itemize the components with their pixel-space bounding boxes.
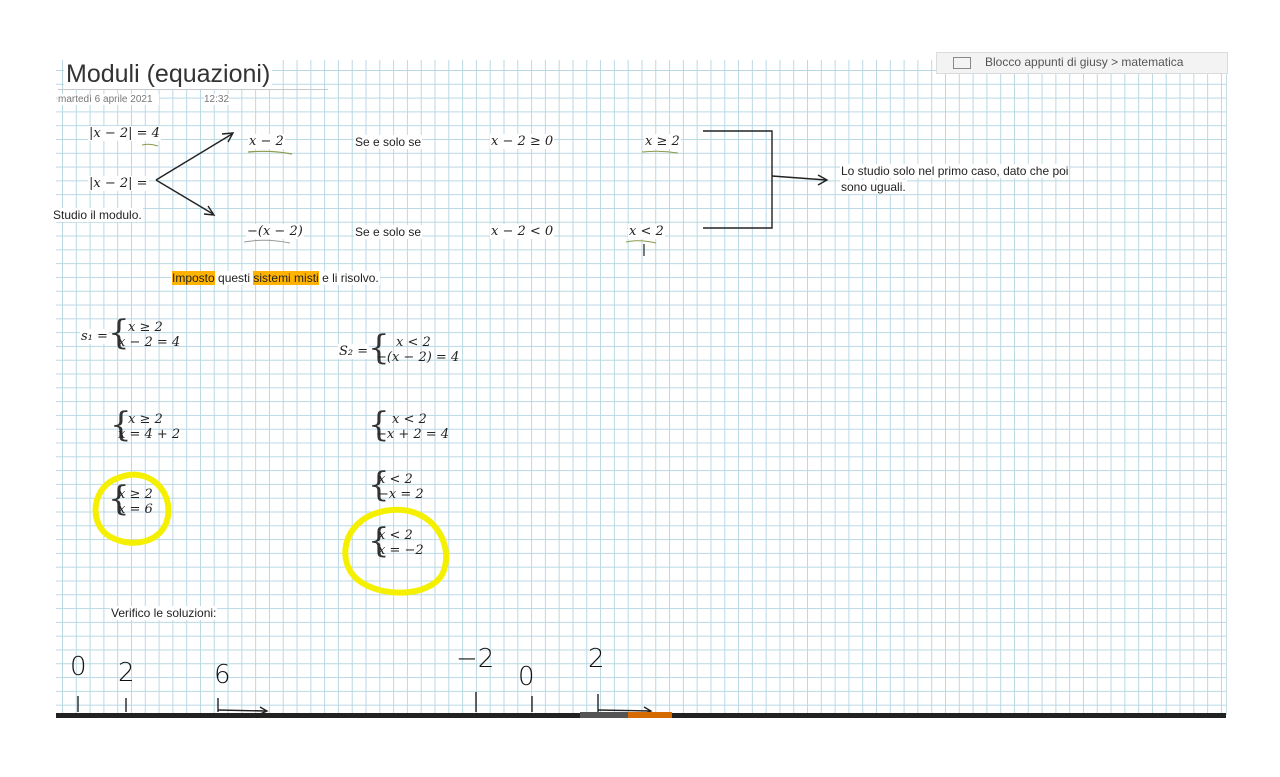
underline-case2 [243,239,291,244]
r2-system: x < 2 −x = 2 [378,472,424,502]
s1-label: s₁ = [80,329,109,344]
s1-line-a: x ≥ 2 [128,320,163,335]
verify-label: Verifico le soluzioni: [110,606,218,620]
arrow-down-stroke [155,179,214,215]
notebook-icon [953,57,971,69]
page-title[interactable]: Moduli (equazioni) [64,60,273,89]
r3-brace: { [368,521,390,561]
l2-system: x ≥ 2 x = 6 [118,487,153,517]
imposto-sentence: Imposto questi sistemi misti e li risolv… [171,271,380,285]
underline-4 [141,143,159,147]
case1-condition: Se e solo se [354,135,423,149]
highlight-sistemi-misti: sistemi misti [253,271,319,285]
imposto-text-2: e li risolvo. [318,271,379,285]
r2-line-b: −x = 2 [378,487,424,502]
bracket-arrow-stroke [771,175,827,181]
handwritten-2-right: 2 [588,644,605,674]
handwritten-0-right: 0 [518,662,535,692]
underline-case1 [247,150,293,155]
note-line-2: sono uguali. [840,180,907,194]
s2-brace: { [368,328,390,368]
case2-expression: −(x − 2) [246,224,304,239]
s1-brace: { [108,313,130,353]
page-time: 12:32 [204,94,230,105]
r2-line-a: x < 2 [378,472,413,487]
r1-line-a: x < 2 [392,412,427,427]
notebook-path: Blocco appunti di giusy > matematica [985,55,1184,69]
case1-result: x ≥ 2 [644,134,681,149]
s2-line-b: −(x − 2) = 4 [376,350,460,365]
r3-system: x < 2 x = −2 [378,528,424,558]
arrow-up-stroke [155,133,233,181]
circle-solution-left [92,471,172,546]
studio-text: Studio il modulo. [52,208,143,222]
highlight-imposto: Imposto [172,271,215,285]
handwritten-0-left: 0 [70,652,87,682]
title-divider [58,89,328,90]
l1-line-a: x ≥ 2 [128,412,163,427]
r1-system: x < 2 −x + 2 = 4 [376,412,449,442]
l1-system: x ≥ 2 x = 4 + 2 [118,412,180,442]
equation-abs: |x − 2| = 4 [88,126,161,141]
underline-case1-result [641,150,679,154]
imposto-text-1: questi [214,271,254,285]
handwritten-2-left: 2 [118,658,135,688]
r3-line-b: x = −2 [378,543,424,558]
l1-brace: { [110,405,132,445]
r2-brace: { [368,465,390,505]
bracket-arrow-head [817,174,829,186]
page-date: martedì 6 aprile 2021 [58,94,159,105]
scrollbar-track-segment[interactable] [580,712,628,718]
arrow-up-head [221,132,235,143]
scrollbar-thumb[interactable] [628,712,672,718]
s2-line-a: x < 2 [396,335,431,350]
note-line-1: Lo studio solo nel primo caso, dato che … [840,164,1070,178]
l2-line-b: x = 6 [118,502,153,517]
notebook-breadcrumb[interactable]: Blocco appunti di giusy > matematica [936,52,1228,74]
l2-line-a: x ≥ 2 [118,487,153,502]
arrow-down-head [203,205,216,216]
l1-line-b: x = 4 + 2 [118,427,181,442]
s1-system: x ≥ 2 x − 2 = 4 [118,320,180,350]
case1-inequality: x − 2 ≥ 0 [490,134,555,149]
underline-case2-result [625,240,657,244]
numline-left-arrow [217,709,267,712]
case1-expression: x − 2 [248,134,285,149]
s2-label: S₂ = [338,344,370,359]
handwritten-6-left: 6 [214,660,231,690]
equation-abs-open: |x − 2| = [88,176,149,191]
numline-right-arrow [597,709,651,712]
s2-system: x < 2 −(x − 2) = 4 [376,335,459,365]
case2-result: x < 2 [628,224,665,239]
circle-solution-right [342,507,450,596]
r1-brace: { [368,405,390,445]
l2-brace: { [108,479,130,519]
handwritten-minus2-right: −2 [456,644,495,674]
case2-inequality: x − 2 < 0 [490,224,555,239]
bracket-stroke [703,130,773,229]
r1-line-b: −x + 2 = 4 [376,427,450,442]
s1-line-b: x − 2 = 4 [118,335,181,350]
r3-line-a: x < 2 [378,528,413,543]
case2-condition: Se e solo se [354,225,423,239]
